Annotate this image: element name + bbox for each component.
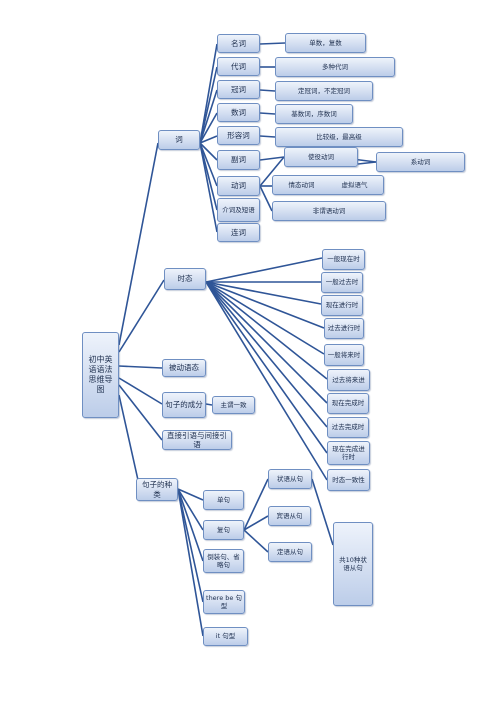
connector-root-yinyu: [118, 384, 163, 441]
detail-feiweiyu: 非谓语动词: [272, 201, 386, 221]
type-daozhuang: 倒装句、省略句: [203, 549, 244, 573]
branch-zhonglei: 句子的种类: [136, 478, 178, 501]
tense-item: 过去将来进: [327, 369, 370, 391]
tense-item: 时态一致性: [327, 469, 370, 491]
branch-ci: 词: [158, 130, 200, 150]
word-daici: 代词: [217, 57, 260, 76]
word-lianci: 连词: [217, 223, 260, 242]
detail-shuci: 基数词，序数词: [275, 104, 353, 124]
clause-ten: 共10种状语从句: [333, 522, 373, 606]
word-guanci: 冠词: [217, 80, 260, 99]
type-fuju: 复句: [203, 520, 244, 540]
connector-root-ci: [118, 142, 159, 346]
tense-item: 现在进行时: [321, 295, 363, 316]
connector-root-shitai: [118, 279, 165, 353]
word-fuci: 副词: [217, 150, 260, 170]
word-jieci: 介词及短语: [217, 198, 260, 222]
part-zhuwei: 主谓一致: [212, 396, 255, 414]
tense-item: 过去完成时: [327, 417, 369, 438]
detail-qingtai: 情态动词: [288, 180, 315, 189]
tense-item: 过去进行时: [324, 318, 364, 339]
detail-xidong: 系动词: [376, 152, 465, 172]
connector-root-zhonglei: [118, 394, 141, 490]
clause-zhuangyu: 状语从句: [268, 469, 312, 489]
clause-dingyu: 定语从句: [268, 542, 312, 562]
clause-binyu: 宾语从句: [268, 506, 311, 526]
type-therebe: there be 句型: [203, 590, 245, 614]
connector-root-beidong: [118, 365, 163, 369]
word-dongci: 动词: [217, 176, 260, 196]
tense-item: 现在完成时: [327, 393, 369, 414]
branch-chengfen: 句子的成分: [162, 392, 206, 418]
tense-item: 一般现在时: [322, 249, 365, 270]
detail-shiyi: 使役动词: [284, 147, 358, 167]
tense-item: 一般将来时: [324, 344, 364, 366]
root-node: 初中英语语法思维导图: [82, 332, 119, 418]
detail-guanci: 定冠词，不定冠词: [275, 81, 373, 101]
word-mingci: 名词: [217, 34, 260, 53]
branch-shitai: 时态: [164, 268, 206, 290]
type-danju: 单句: [203, 490, 244, 510]
connector-root-chengfen: [118, 377, 163, 405]
detail-daici: 多种代词: [275, 57, 395, 77]
tense-item: 一般过去时: [321, 272, 363, 293]
detail-xingrongci: 比较级，最高级: [275, 127, 403, 147]
word-xingrongci: 形容词: [217, 126, 260, 145]
tense-item: 现在完成进行时: [327, 441, 370, 465]
type-it: it 句型: [203, 627, 248, 646]
detail-xuni: 虚拟语气: [341, 180, 368, 189]
word-shuci: 数词: [217, 103, 260, 122]
detail-mingci: 单数，复数: [285, 33, 366, 53]
detail-qingtai-xuni: 情态动词 虚拟语气: [272, 175, 384, 195]
branch-beidong: 被动语态: [162, 359, 206, 377]
branch-yinyu: 直接引语与间接引语: [162, 430, 232, 450]
